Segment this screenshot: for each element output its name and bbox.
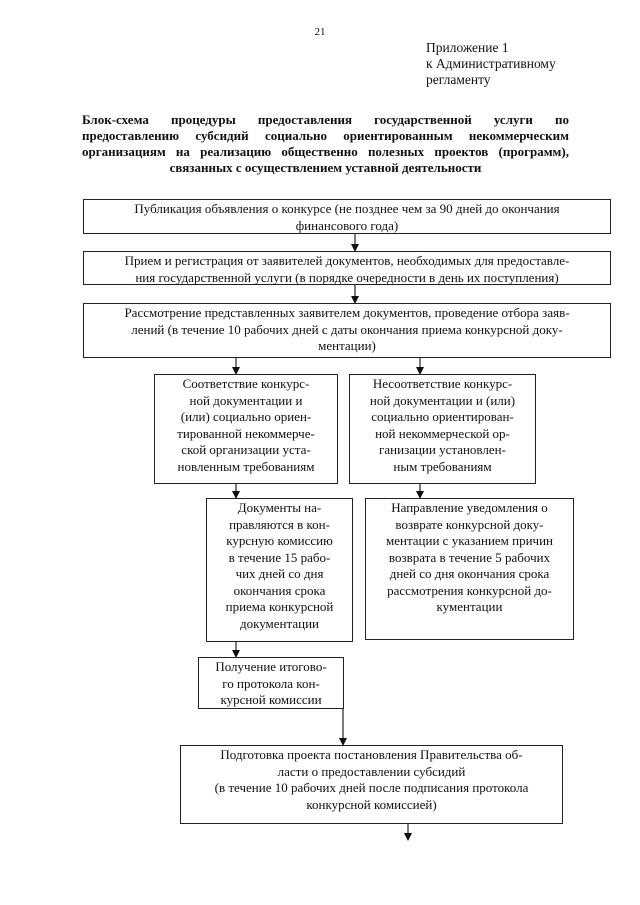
step-resolution: Подготовка проекта постановления Правите…	[180, 745, 563, 824]
appendix-line-1: Приложение 1	[426, 40, 509, 55]
step-protocol: Получение итогово- го протокола кон- кур…	[198, 657, 344, 709]
step-to-commission: Документы на- правляются в кон- курсную …	[206, 498, 353, 642]
step-notification: Направление уведомления о возврате конку…	[365, 498, 574, 640]
appendix-line-3: регламенту	[426, 72, 491, 87]
step-reception: Прием и регистрация от заявителей докуме…	[83, 251, 611, 285]
step-compliance: Соответствие конкурс- ной документации и…	[154, 374, 338, 484]
step-publication: Публикация объявления о конкурсе (не поз…	[83, 199, 611, 234]
appendix-line-2: к Административному	[426, 56, 556, 71]
step-review: Рассмотрение представленных заявителем д…	[83, 303, 611, 358]
diagram-title: Блок-схема процедуры предоставления госу…	[82, 112, 569, 175]
appendix-note: Приложение 1 к Административному регламе…	[426, 40, 626, 88]
step-noncompliance: Несоответствие конкурс- ной документации…	[349, 374, 536, 484]
page-number: 21	[314, 26, 326, 38]
